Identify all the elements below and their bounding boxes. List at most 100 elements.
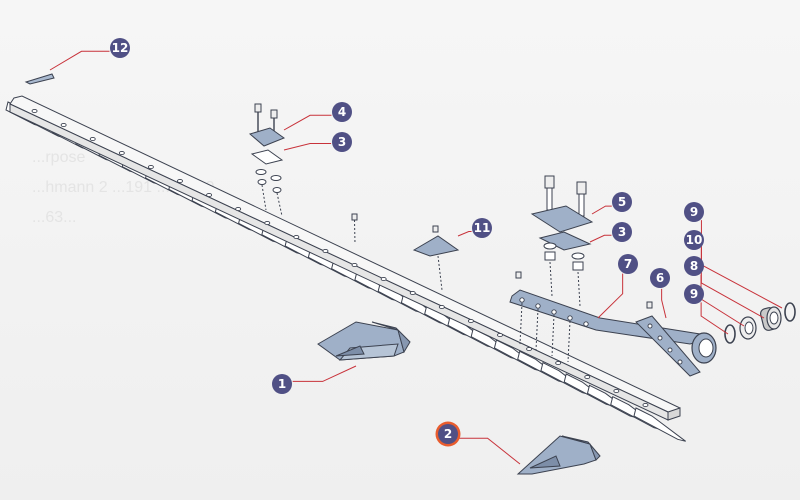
callout-label: 7 [624, 257, 632, 271]
rivet-hole [351, 262, 358, 268]
rivet-hole [584, 374, 591, 380]
callout-12: 12 [49, 38, 130, 71]
head-hole [583, 321, 589, 327]
rivet-hole [206, 192, 213, 198]
leader-line [700, 302, 729, 335]
connector-plate-holes [647, 323, 683, 365]
callout-badge [684, 202, 704, 222]
nut [257, 179, 267, 185]
part-4-clamp-plate [248, 127, 286, 147]
rivet-hole [293, 234, 300, 240]
callout-badge [272, 374, 292, 394]
head-hole [567, 315, 573, 321]
callout-badge [332, 102, 352, 122]
rivet-hole [409, 290, 416, 296]
knife-bar-assembly [5, 95, 687, 442]
rivet-hole [177, 178, 183, 184]
connector-hole [677, 359, 683, 365]
washer [270, 175, 282, 181]
rivet-hole [467, 318, 474, 324]
part-9-circlip-right [784, 302, 796, 322]
washer [543, 242, 557, 250]
knife-bar-end [667, 407, 681, 421]
rivet [351, 213, 358, 245]
callout-badge [618, 254, 638, 274]
callout-label: 6 [656, 271, 664, 285]
callout-9: 9 [684, 284, 729, 335]
rivet-hole [147, 164, 154, 170]
callout-label: 2 [444, 427, 452, 441]
part-9-circlip-left [724, 324, 736, 344]
callout-3: 3 [283, 132, 352, 152]
rivet-hole [613, 388, 620, 394]
part-8-spacer [739, 316, 757, 340]
knife-bar-rivets [31, 108, 649, 408]
leader-line [457, 230, 472, 237]
callout-5: 5 [591, 192, 632, 215]
leader-line [597, 273, 624, 319]
callout-2: 2 [435, 421, 521, 465]
callout-4: 4 [283, 102, 352, 131]
rivet-hole [642, 402, 649, 408]
callout-label: 8 [690, 259, 698, 273]
connector-hole [657, 335, 663, 341]
leader-line [589, 234, 612, 243]
callout-label: 12 [112, 41, 129, 55]
bolt [544, 175, 555, 211]
part-10-bearing [760, 306, 782, 331]
callout-badge [332, 132, 352, 152]
callout-badge [684, 284, 704, 304]
callout-badge [684, 256, 704, 276]
clamp-group-upper [248, 103, 286, 217]
leader-line [700, 248, 765, 319]
head-hole [519, 297, 525, 303]
callout-6: 6 [650, 268, 670, 319]
rivet-hole [235, 206, 242, 212]
callout-badge [472, 218, 492, 238]
leader-line [49, 50, 110, 71]
leader-line [591, 205, 612, 215]
part-12-section [24, 73, 55, 85]
callout-11: 11 [457, 218, 492, 238]
leader-line [661, 288, 667, 319]
rivet-hole [555, 360, 562, 366]
knife-head-holes [519, 297, 589, 363]
leader-line [292, 365, 357, 382]
part-6-connector-plate [635, 301, 701, 377]
callout-label: 3 [618, 225, 626, 239]
rivet-hole [118, 150, 125, 156]
part-3-shim-plate [250, 149, 284, 165]
callout-badge [110, 38, 130, 58]
callout-badge [612, 222, 632, 242]
callout-label: 9 [690, 287, 698, 301]
rivet-hole [322, 248, 329, 254]
rivet-hole [89, 136, 96, 142]
leader-line [283, 114, 332, 131]
rivet-hole [438, 304, 445, 310]
rivet-hole [380, 276, 387, 282]
callout-label: 9 [690, 205, 698, 219]
leader-line [283, 143, 332, 151]
faded-text-line: ...63... [32, 209, 76, 226]
callout-label: 3 [338, 135, 346, 149]
faded-text-line: ...rpose [32, 149, 85, 166]
part-11-hold-down-plate [412, 225, 460, 291]
bolt [254, 103, 262, 132]
callout-7: 7 [597, 254, 638, 319]
nut [544, 251, 556, 261]
callout-label: 10 [686, 233, 703, 247]
head-hole [551, 309, 557, 315]
connector-hole [667, 347, 673, 353]
part-5-clamp-plate [530, 205, 594, 233]
knife-section [633, 407, 687, 442]
callout-label: 11 [474, 221, 491, 235]
callout-label: 4 [338, 105, 346, 119]
head-hole [535, 303, 541, 309]
callout-badge [684, 230, 704, 250]
nut [272, 187, 282, 193]
connector-hole [647, 323, 653, 329]
callout-label: 5 [618, 195, 626, 209]
rivet-hole [264, 220, 271, 226]
